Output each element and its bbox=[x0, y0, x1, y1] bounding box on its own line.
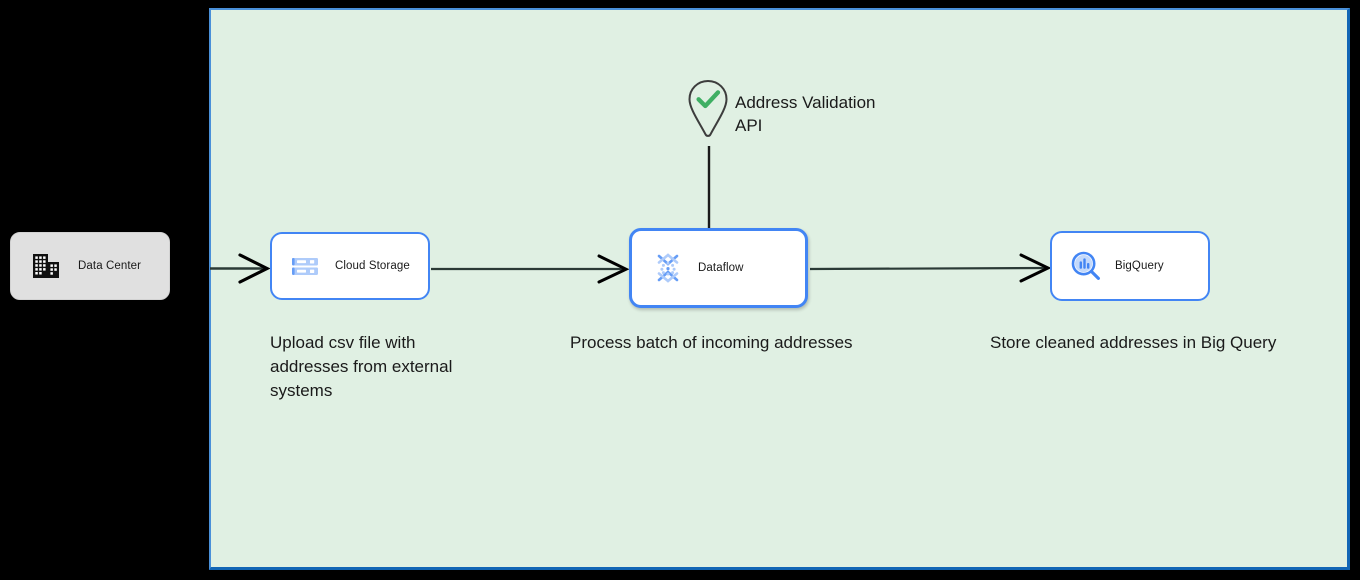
node-bigquery-label: BigQuery bbox=[1115, 260, 1164, 272]
node-dataflow[interactable]: Dataflow bbox=[629, 228, 808, 308]
cloud-storage-icon bbox=[290, 251, 320, 281]
caption-process-batch: Process batch of incoming addresses bbox=[570, 333, 853, 352]
caption-store-cleaned: Store cleaned addresses in Big Query bbox=[990, 333, 1277, 352]
api-label-line-1: Address Validation bbox=[735, 93, 876, 112]
node-cloud-storage-label: Cloud Storage bbox=[335, 260, 410, 272]
node-bigquery[interactable]: BigQuery bbox=[1050, 231, 1210, 301]
caption-upload-csv: Upload csv file with addresses from exte… bbox=[270, 333, 453, 400]
node-data-center-label: Data Center bbox=[78, 260, 142, 272]
map-pin-check-icon bbox=[686, 78, 730, 140]
node-address-validation-api-label: Address Validation API bbox=[735, 91, 915, 137]
data-center-building-icon bbox=[31, 251, 61, 281]
node-dataflow-label: Dataflow bbox=[698, 262, 744, 274]
bigquery-magnifier-icon bbox=[1070, 250, 1102, 282]
dataflow-icon bbox=[652, 252, 684, 284]
node-data-center[interactable]: Data Center bbox=[10, 232, 170, 300]
node-cloud-storage[interactable]: Cloud Storage bbox=[270, 232, 430, 300]
api-label-line-2: API bbox=[735, 116, 763, 135]
node-address-validation-api[interactable]: Address Validation API bbox=[686, 78, 915, 140]
